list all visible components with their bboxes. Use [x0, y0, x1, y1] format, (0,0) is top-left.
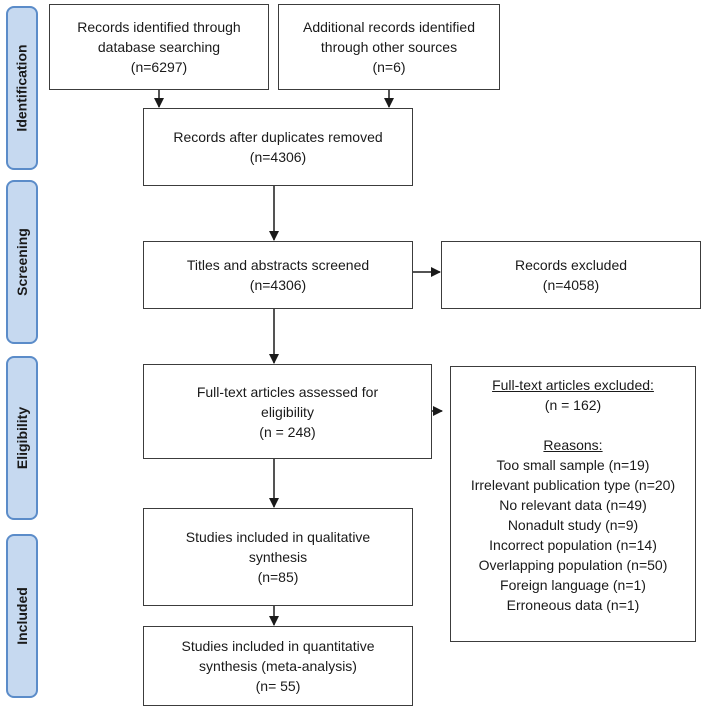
box-line: Records excluded — [514, 257, 628, 273]
box-duplicates-removed: Records after duplicates removed (n=4306… — [143, 108, 413, 186]
box-line: synthesis (meta-analysis) — [199, 658, 357, 674]
box-records-excluded: Records excluded (n=4058) — [441, 241, 701, 309]
box-quantitative-synthesis: Studies included in quantitative synthes… — [143, 626, 413, 706]
box-line: Studies included in qualitative — [185, 529, 371, 545]
box-line: (n= 55) — [255, 678, 301, 694]
reason-item: Incorrect population (n=14) — [489, 537, 657, 553]
reason-item: Too small sample (n=19) — [496, 457, 650, 473]
phase-included-label: Included — [14, 587, 30, 645]
phase-screening: Screening — [6, 180, 38, 344]
box-line: Records identified through — [77, 19, 241, 35]
box-line: Studies included in quantitative — [181, 638, 375, 654]
box-line: database searching — [97, 39, 221, 55]
prisma-flow-diagram: Identification Screening Eligibility Inc… — [4, 4, 704, 706]
phase-identification: Identification — [6, 6, 38, 170]
box-qualitative-synthesis: Studies included in qualitative synthesi… — [143, 508, 413, 606]
reason-item: Erroneous data (n=1) — [506, 597, 640, 613]
reasons-title: Reasons: — [543, 437, 603, 453]
phase-screening-label: Screening — [14, 228, 31, 296]
box-line: (n=4306) — [249, 277, 307, 293]
box-line: Full-text articles assessed for — [196, 383, 379, 400]
excluded-heading: Full-text articles excluded: — [492, 377, 654, 393]
box-line: (n=85) — [257, 569, 299, 585]
box-line: (n=4306) — [249, 149, 307, 165]
phase-identification-label: Identification — [14, 44, 30, 132]
box-line: (n=6) — [372, 59, 406, 75]
reason-item: Irrelevant publication type (n=20) — [470, 477, 676, 493]
box-line: synthesis — [248, 549, 308, 565]
box-other-sources: Additional records identified through ot… — [278, 4, 500, 90]
box-database-searching: Records identified through database sear… — [49, 4, 269, 90]
phase-eligibility: Eligibility — [6, 356, 38, 520]
box-line: Additional records identified — [303, 19, 475, 35]
box-line: eligibility — [261, 403, 314, 420]
reason-item: Overlapping population (n=50) — [478, 557, 668, 573]
box-line: (n=4058) — [542, 277, 600, 293]
box-line: Records after duplicates removed — [173, 129, 383, 145]
reason-item: Nonadult study (n=9) — [507, 517, 639, 533]
box-titles-abstracts-screened: Titles and abstracts screened (n=4306) — [143, 241, 413, 309]
flow-arrows — [154, 90, 443, 626]
box-line: (n = 248) — [259, 423, 316, 440]
box-line: (n=6297) — [130, 59, 188, 75]
box-line: Titles and abstracts screened — [186, 257, 370, 273]
phase-included: Included — [6, 534, 38, 698]
reason-item: No relevant data (n=49) — [499, 497, 647, 513]
box-fulltext-assessed: Full-text articles assessed for eligibil… — [143, 364, 432, 459]
reason-item: Foreign language (n=1) — [500, 577, 646, 593]
box-line: through other sources — [320, 39, 458, 55]
excluded-count: (n = 162) — [544, 397, 602, 413]
box-fulltext-excluded: Full-text articles excluded: (n = 162) R… — [450, 366, 696, 642]
phase-eligibility-label: Eligibility — [14, 406, 31, 470]
